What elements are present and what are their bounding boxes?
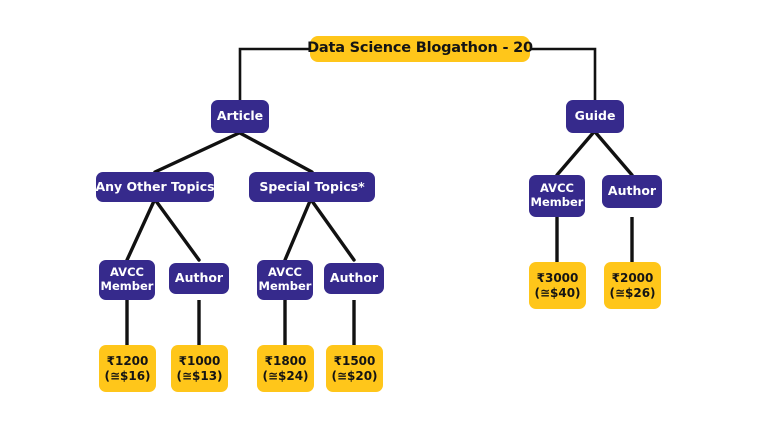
node-any-other-author[interactable]: Author	[169, 263, 229, 294]
node-root-label: Data Science Blogathon - 20	[307, 40, 533, 57]
node-special-avcc-member[interactable]: AVCC Member	[257, 260, 313, 300]
edge-any-other-to-avcc	[125, 199, 156, 262]
node-special-topics-label: Special Topics*	[259, 178, 365, 194]
edge-article-to-any-other-topics	[153, 131, 241, 174]
node-price-2000[interactable]: ₹2000 (≅$26)	[604, 262, 661, 309]
node-guide-avcc-member-line2: Member	[530, 195, 584, 209]
node-article-label: Article	[216, 108, 264, 124]
node-price-1200-amount-inr: ₹1200	[106, 354, 149, 369]
node-price-1500[interactable]: ₹1500 (≅$20)	[326, 345, 383, 392]
node-price-2000-amount-usd: (≅$26)	[609, 285, 656, 300]
node-price-1800-amount-usd: (≅$24)	[262, 368, 309, 383]
node-price-1000-amount-inr: ₹1000	[178, 354, 221, 369]
node-guide[interactable]: Guide	[566, 100, 624, 133]
node-guide-author[interactable]: Author	[602, 175, 662, 208]
node-any-other-author-line1: Author	[174, 270, 224, 286]
node-guide-avcc-member[interactable]: AVCC Member	[529, 175, 585, 217]
node-guide-author-line1: Author	[607, 183, 657, 199]
node-price-3000[interactable]: ₹3000 (≅$40)	[529, 262, 586, 309]
node-price-1800[interactable]: ₹1800 (≅$24)	[257, 345, 314, 392]
node-special-topics[interactable]: Special Topics*	[249, 172, 375, 202]
node-price-3000-amount-inr: ₹3000	[536, 271, 579, 286]
node-any-other-avcc-member-line1: AVCC	[110, 265, 144, 280]
node-price-1000[interactable]: ₹1000 (≅$13)	[171, 345, 228, 392]
edge-guide-to-avcc	[555, 131, 595, 177]
edge-any-other-to-author	[154, 199, 201, 262]
node-price-1000-amount-usd: (≅$13)	[176, 368, 223, 383]
node-guide-avcc-member-line1: AVCC	[540, 181, 574, 196]
node-root[interactable]: Data Science Blogathon - 20	[307, 36, 533, 62]
node-any-other-avcc-member[interactable]: AVCC Member	[99, 260, 155, 300]
edge-guide-to-author	[594, 131, 634, 177]
node-any-other-avcc-member-line2: Member	[100, 279, 154, 293]
edge-article-to-special-topics	[238, 131, 314, 174]
node-price-3000-amount-usd: (≅$40)	[534, 285, 581, 300]
node-price-1500-amount-usd: (≅$20)	[331, 368, 378, 383]
edge-special-to-author	[310, 199, 356, 262]
node-article[interactable]: Article	[211, 100, 269, 133]
node-price-2000-amount-inr: ₹2000	[611, 271, 654, 286]
node-guide-label: Guide	[574, 108, 616, 124]
edge-root-to-guide	[530, 47, 597, 100]
edge-root-to-article	[238, 47, 310, 100]
node-special-author-line1: Author	[329, 270, 379, 286]
node-price-1200[interactable]: ₹1200 (≅$16)	[99, 345, 156, 392]
node-price-1500-amount-inr: ₹1500	[333, 354, 376, 369]
node-special-author[interactable]: Author	[324, 263, 384, 294]
node-special-avcc-member-line1: AVCC	[268, 265, 302, 280]
node-price-1200-amount-usd: (≅$16)	[104, 368, 151, 383]
node-any-other-topics-label: Any Other Topics	[95, 178, 215, 194]
node-special-avcc-member-line2: Member	[258, 279, 312, 293]
node-any-other-topics[interactable]: Any Other Topics	[95, 172, 215, 202]
edge-special-to-avcc	[283, 199, 312, 262]
node-price-1800-amount-inr: ₹1800	[264, 354, 307, 369]
